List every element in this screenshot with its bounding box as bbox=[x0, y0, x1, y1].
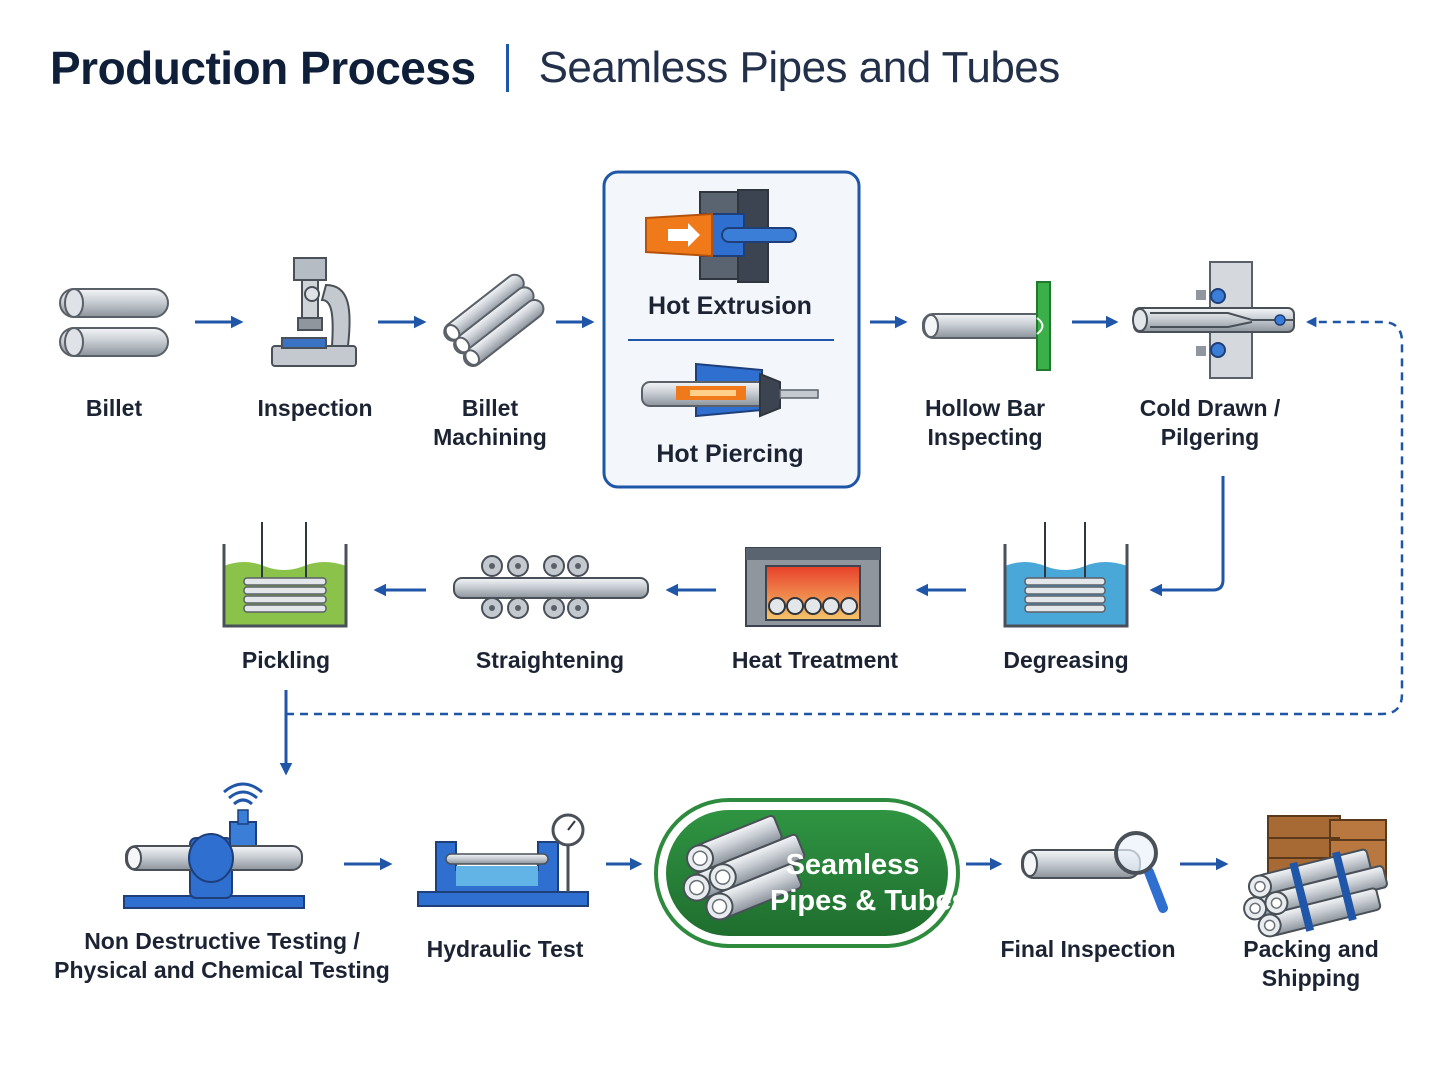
magnifier-pipe-icon bbox=[1021, 831, 1168, 913]
step-pickling-label: Pickling bbox=[241, 647, 331, 673]
step-final-inspection-label: Final Inspection bbox=[1000, 936, 1176, 962]
step-hollow-bar-label: Hollow Bar Inspecting bbox=[924, 395, 1046, 450]
step-hydraulic-test-label: Hydraulic Test bbox=[426, 936, 584, 962]
step-hot-extrusion-label: Hot Extrusion bbox=[648, 292, 812, 320]
page-title: Production Process bbox=[50, 42, 476, 94]
straightening-rollers-icon bbox=[453, 555, 649, 619]
microscope-icon bbox=[271, 257, 357, 367]
hot-extrusion-icon bbox=[645, 189, 797, 283]
machined-billets-icon bbox=[443, 273, 545, 367]
step-hot-piercing-label: Hot Piercing bbox=[656, 440, 804, 468]
step-straightening-label: Straightening bbox=[475, 647, 625, 673]
hot-piercing-icon bbox=[641, 362, 819, 418]
hollow-bar-icon bbox=[922, 281, 1051, 371]
hydraulic-test-icon bbox=[417, 813, 589, 907]
billet-icon bbox=[59, 288, 169, 357]
header: Production Process Seamless Pipes and Tu… bbox=[50, 38, 1060, 98]
ndt-machine-icon bbox=[123, 782, 305, 909]
step-packing-label: Packing and Shipping bbox=[1243, 936, 1379, 991]
step-degreasing-label: Degreasing bbox=[1003, 647, 1129, 673]
step-heat-treatment-label: Heat Treatment bbox=[731, 647, 899, 673]
step-cold-drawn-label: Cold Drawn / Pilgering bbox=[1139, 395, 1281, 450]
result-label: Seamless Pipes & Tubes bbox=[770, 849, 968, 917]
step-ndt-label: Non Destructive Testing / Physical and C… bbox=[54, 928, 390, 983]
pilgering-mill-icon bbox=[1132, 261, 1295, 379]
step-billet-label: Billet bbox=[85, 395, 143, 421]
title-divider bbox=[505, 44, 509, 92]
furnace-icon bbox=[745, 547, 881, 627]
degreasing-tank-icon bbox=[1003, 522, 1129, 628]
step-billet-machining-label: Billet Machining bbox=[433, 395, 547, 450]
pipe-bundle-icon bbox=[682, 814, 806, 921]
packing-crate-icon bbox=[1243, 815, 1388, 938]
page-subtitle: Seamless Pipes and Tubes bbox=[538, 43, 1061, 92]
arrow-colddrawn-degreasing bbox=[1149, 476, 1225, 597]
pickling-tank-icon bbox=[222, 522, 348, 628]
loop-back-dashed-arrow bbox=[286, 316, 1404, 716]
step-inspection-label: Inspection bbox=[257, 395, 373, 421]
